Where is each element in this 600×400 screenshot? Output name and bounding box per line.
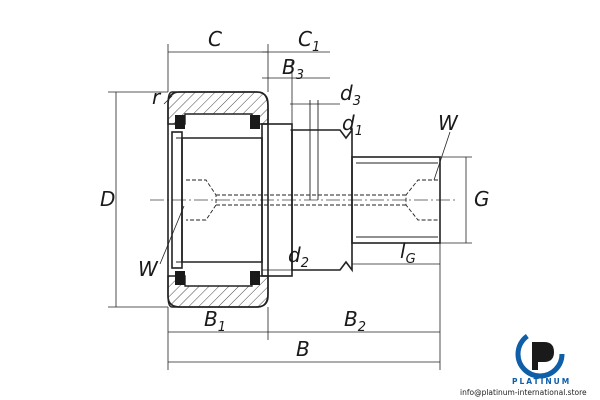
label-b1: B1 [204,307,226,335]
label-w-bottom: W [138,257,159,281]
platinum-logo: PLATINUM info@platinum-international.sto… [460,329,587,397]
label-d3: d3 [340,81,361,109]
label-d: D [100,187,115,211]
label-b: B [296,337,310,361]
label-lg: lG [400,239,416,267]
label-g: G [474,187,490,211]
seal-bottom-left [175,271,185,285]
label-d1: d1 [342,111,363,139]
leader-r [163,95,173,105]
label-d2: d2 [288,243,309,271]
label-c: C [208,27,222,51]
leader-w-top [433,131,451,181]
label-w-top: W [438,111,459,135]
thread-section [351,156,441,244]
seal-top-right [250,115,260,129]
logo-brand-text: PLATINUM [512,377,571,386]
label-b3: B3 [282,55,304,83]
hex-socket-left [186,179,217,221]
outer-ring-outline [167,91,269,308]
leader-w-bottom [159,205,185,265]
seal-bottom-right [250,271,260,285]
seal-top-left [175,115,185,129]
label-r: r [152,85,162,109]
label-b2: B2 [344,307,366,335]
logo-ring-icon [515,329,565,379]
logo-p-icon [532,342,554,370]
label-c1: C1 [298,27,320,55]
hex-socket-right [405,179,438,221]
logo-url-text: info@platinum-international.store [460,388,587,397]
